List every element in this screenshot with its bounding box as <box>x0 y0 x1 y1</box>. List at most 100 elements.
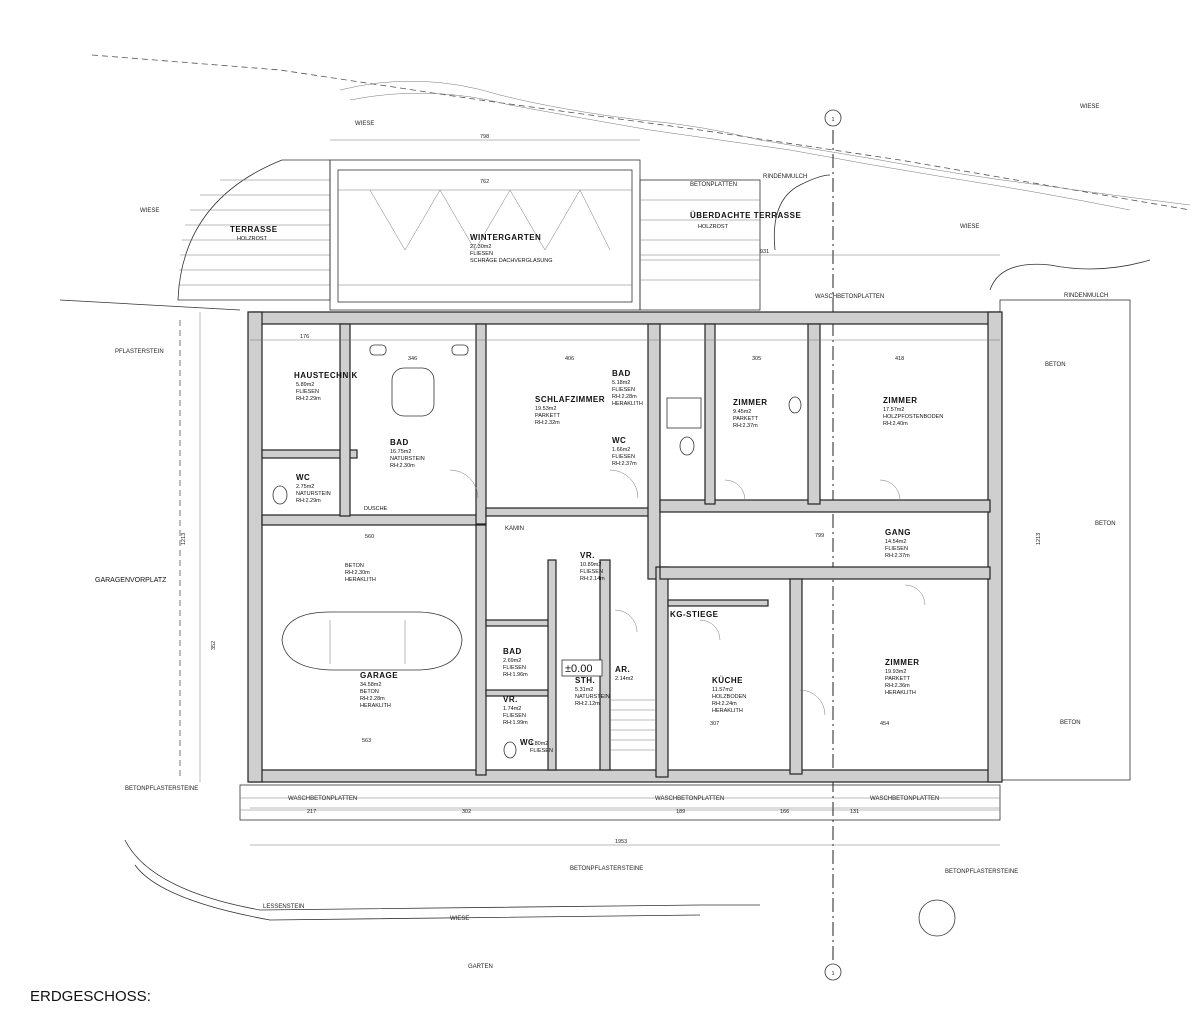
svg-text:ZIMMER: ZIMMER <box>883 396 918 405</box>
paving-right <box>999 299 1131 781</box>
svg-text:BETON: BETON <box>1095 521 1116 527</box>
svg-text:19.53m2: 19.53m2 <box>535 406 556 412</box>
dim-kueche: 307 <box>710 721 719 727</box>
dim-side-depth: 1213 <box>181 533 187 545</box>
dim-row-4: 131 <box>850 809 859 815</box>
svg-text:RH:2.29m: RH:2.29m <box>296 498 321 504</box>
svg-text:HERAKLITH: HERAKLITH <box>345 577 376 583</box>
svg-text:SCHRÄGE DACHVERGLASUNG: SCHRÄGE DACHVERGLASUNG <box>470 257 553 264</box>
svg-text:NATURSTEIN: NATURSTEIN <box>296 491 331 497</box>
svg-text:LESSENSTEIN: LESSENSTEIN <box>263 904 304 910</box>
hedge-outline-2 <box>349 92 1131 211</box>
paving-hatch <box>240 797 1000 811</box>
svg-text:BETONPFLASTERSTEINE: BETONPFLASTERSTEINE <box>570 866 643 872</box>
svg-text:FLIESEN: FLIESEN <box>612 454 635 460</box>
door-swing <box>609 469 639 499</box>
room-wc-1: WC 1.66m2 FLIESEN RH:2.37m <box>612 436 637 467</box>
site-context <box>59 54 1191 937</box>
svg-text:WIESE: WIESE <box>140 208 159 214</box>
svg-text:HERAKLITH: HERAKLITH <box>712 708 743 714</box>
svg-text:WASCHBETONPLATTEN: WASCHBETONPLATTEN <box>655 796 724 802</box>
svg-text:RH:2.14m: RH:2.14m <box>580 576 605 582</box>
dim-zimmer2: 418 <box>895 356 904 362</box>
shower-icon <box>666 397 702 429</box>
svg-text:RH:1.96m: RH:1.96m <box>503 672 528 678</box>
svg-text:VR.: VR. <box>580 551 595 560</box>
dim-schlaf: 406 <box>565 356 574 362</box>
svg-text:RINDENMULCH: RINDENMULCH <box>1064 293 1108 299</box>
dimension-chains: 798 762 931 176 346 406 305 418 560 563 … <box>181 134 1042 846</box>
room-wc-3: WC 1.80m2 FLIESEN <box>520 738 553 754</box>
svg-text:FLIESEN: FLIESEN <box>503 713 526 719</box>
room-bad-1: BAD 16.75m2 NATURSTEIN RH:2.30m <box>390 438 425 469</box>
room-ar: AR. 2.14m2 <box>615 665 633 682</box>
room-beton: BETON RH:2.30m HERAKLITH <box>345 563 376 583</box>
svg-text:BETONPLATTEN: BETONPLATTEN <box>690 182 737 188</box>
svg-text:SCHLAFZIMMER: SCHLAFZIMMER <box>535 395 605 404</box>
door-swing <box>449 469 479 499</box>
toilet-icon-2 <box>272 485 288 505</box>
svg-text:10.89m2: 10.89m2 <box>580 562 601 568</box>
room-garage: GARAGE 34.58m2 BETON RH:2.28m HERAKLITH <box>360 671 398 709</box>
svg-text:HOLZROST: HOLZROST <box>237 236 268 242</box>
drawing-title: ERDGESCHOSS: <box>30 988 151 1005</box>
svg-text:RH:2.29m: RH:2.29m <box>296 396 321 402</box>
dim-garage: 560 <box>365 534 374 540</box>
car-icon <box>281 611 463 671</box>
svg-text:RH:2.12m: RH:2.12m <box>575 701 600 707</box>
room-kg-stiege: KG-STIEGE <box>670 610 718 619</box>
svg-text:BAD: BAD <box>390 438 409 447</box>
svg-text:11.57m2: 11.57m2 <box>712 687 733 693</box>
site-labels: WIESE WIESE WIESE WIESE WIESE GARAGENVOR… <box>95 104 1116 970</box>
svg-text:9.45m2: 9.45m2 <box>733 409 751 415</box>
svg-text:RH:2.40m: RH:2.40m <box>883 421 908 427</box>
svg-text:1.74m2: 1.74m2 <box>503 706 521 712</box>
dim-terrasse: 931 <box>760 249 769 255</box>
toilet-icon-3 <box>503 741 517 759</box>
svg-text:ZIMMER: ZIMMER <box>733 398 768 407</box>
room-vr-1: VR. 10.89m2 FLIESEN RH:2.14m <box>580 551 605 582</box>
svg-text:PARKETT: PARKETT <box>733 416 759 422</box>
property-boundary-top <box>91 54 1191 211</box>
svg-text:RH:2.24m: RH:2.24m <box>712 701 737 707</box>
svg-text:5.18m2: 5.18m2 <box>612 380 630 386</box>
svg-text:GARAGENVORPLATZ: GARAGENVORPLATZ <box>95 577 167 584</box>
room-dusche: DUSCHE <box>364 506 388 512</box>
dim-garage-inner: 563 <box>362 738 371 744</box>
svg-text:RH:2.28m: RH:2.28m <box>360 696 385 702</box>
svg-text:FLIESEN: FLIESEN <box>296 389 319 395</box>
svg-text:BAD: BAD <box>503 647 522 656</box>
svg-text:FLIESEN: FLIESEN <box>470 251 493 257</box>
dim-row-2: 189 <box>676 809 685 815</box>
room-wc-2: WC 2.75m2 NATURSTEIN RH:2.29m <box>296 473 331 504</box>
svg-text:ZIMMER: ZIMMER <box>885 658 920 667</box>
svg-text:PARKETT: PARKETT <box>535 413 561 419</box>
svg-text:STH.: STH. <box>575 676 595 685</box>
svg-text:WASCHBETONPLATTEN: WASCHBETONPLATTEN <box>288 796 357 802</box>
svg-text:RH:2.37m: RH:2.37m <box>612 461 637 467</box>
covered-terrace-planks <box>640 199 760 281</box>
garden-path-inner <box>134 864 701 921</box>
street-line-left <box>59 299 241 311</box>
tree-icon <box>918 899 956 937</box>
room-bad-2: BAD 5.18m2 FLIESEN RH:2.28m HERAKLITH <box>612 369 643 407</box>
svg-text:TERRASSE: TERRASSE <box>230 225 278 234</box>
svg-text:RH:2.37m: RH:2.37m <box>885 553 910 559</box>
room-zimmer-3: ZIMMER 19.93m2 PARKETT RH:2.36m HERAKLIT… <box>885 658 920 696</box>
svg-text:RH:2.37m: RH:2.37m <box>733 423 758 429</box>
svg-text:NATURSTEIN: NATURSTEIN <box>575 694 610 700</box>
room-haustechnik: HAUSTECHNIK 5.89m2 FLIESEN RH:2.29m <box>294 371 357 402</box>
svg-text:HERAKLITH: HERAKLITH <box>360 703 391 709</box>
door-swing <box>614 609 638 633</box>
wintergarten-block <box>329 159 761 311</box>
svg-text:BAD: BAD <box>612 369 631 378</box>
svg-text:BETON: BETON <box>1045 362 1066 368</box>
sink-icon-2 <box>451 344 469 356</box>
terrace-arc <box>177 159 331 301</box>
door-swing <box>879 479 901 501</box>
svg-text:34.58m2: 34.58m2 <box>360 682 381 688</box>
svg-text:PARKETT: PARKETT <box>885 676 911 682</box>
dim-total: 1953 <box>615 839 627 845</box>
room-zimmer-2: ZIMMER 17.57m2 HOLZPFOSTENBODEN RH:2.40m <box>883 396 943 427</box>
bathtub-icon <box>391 367 435 417</box>
